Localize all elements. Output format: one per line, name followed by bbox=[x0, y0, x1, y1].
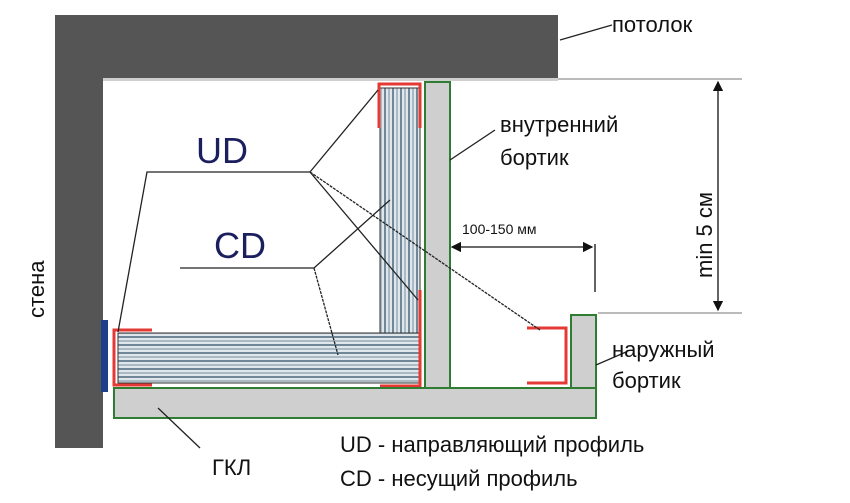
ud-profile-corner bbox=[380, 290, 422, 388]
offset-dimension bbox=[450, 241, 596, 292]
outer-rim-label-2: бортик bbox=[612, 368, 681, 393]
drywall-board bbox=[113, 387, 597, 419]
inner-rim-label-2: бортик bbox=[500, 145, 569, 170]
ud-label: UD bbox=[196, 130, 248, 171]
ceiling-slab bbox=[55, 15, 558, 78]
outer-rim-board bbox=[570, 314, 597, 389]
ud-profile-left bbox=[112, 328, 152, 387]
cd-profile-horizontal bbox=[117, 332, 421, 384]
ceiling-label: потолок bbox=[612, 12, 693, 37]
outer-rim-label-1: наружный bbox=[612, 337, 715, 362]
height-dimension-label: min 5 см bbox=[692, 192, 717, 278]
ud-profile-top bbox=[377, 82, 422, 128]
inner-rim-board bbox=[424, 81, 451, 389]
wall-label: стена bbox=[24, 260, 49, 318]
inner-rim-label-1: внутренний bbox=[500, 112, 618, 137]
wall-slab bbox=[55, 15, 103, 448]
legend-cd: CD - несущий профиль bbox=[340, 466, 578, 491]
drywall-label: ГКЛ bbox=[212, 455, 251, 480]
ud-profile-outer bbox=[527, 326, 568, 385]
cd-label: CD bbox=[214, 225, 266, 266]
leader-lines bbox=[117, 24, 627, 449]
height-dimension bbox=[558, 78, 742, 314]
legend-ud: UD - направляющий профиль bbox=[340, 432, 644, 457]
offset-dimension-label: 100-150 мм bbox=[462, 221, 537, 237]
wall-fastener bbox=[101, 320, 108, 392]
cd-profile-vertical bbox=[379, 87, 421, 339]
